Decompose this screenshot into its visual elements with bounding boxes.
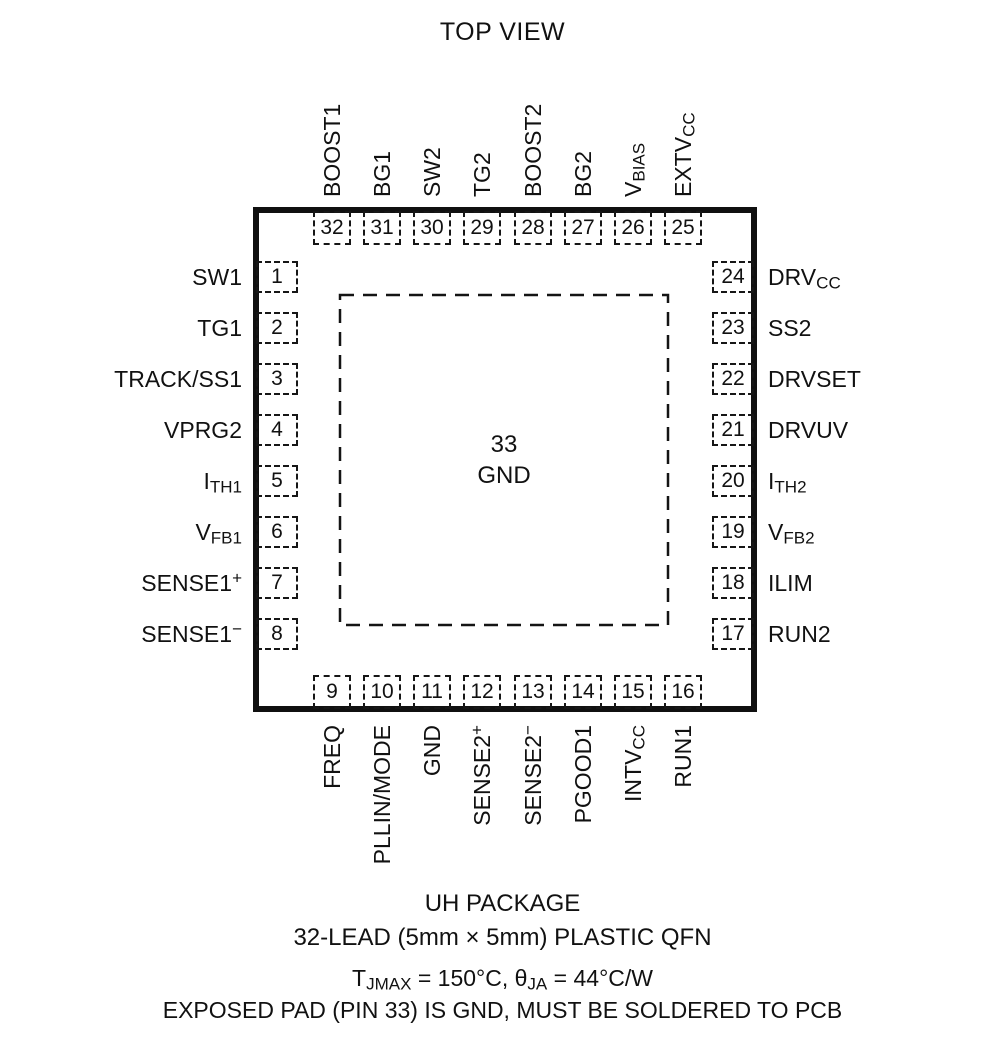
pin-17-box: 17 [712,618,754,650]
pin-29-label: TG2 [469,152,495,197]
pin-14-label: PGOOD1 [570,725,596,824]
pin-17-label: RUN2 [768,621,831,647]
pin-4-label: VPRG2 [164,417,242,443]
exposed-pad-note: EXPOSED PAD (PIN 33) IS GND, MUST BE SOL… [162,997,843,1023]
pin-14-box: 14 [564,675,602,709]
pin-3-box: 3 [256,363,298,395]
diagram-title: TOP VIEW [439,18,566,46]
pin-5-label: ITH1 [203,468,242,497]
pin-6-box: 6 [256,516,298,548]
exposed-pad-outline [338,293,670,627]
pin-1-label: SW1 [192,264,242,290]
pin-7-label: SENSE1+ [141,568,242,596]
pin-30-label: SW2 [419,147,445,197]
package-description: 32-LEAD (5mm × 5mm) PLASTIC QFN [293,924,712,951]
pin-9-label: FREQ [319,725,345,789]
pin-26-label: VBIAS [620,142,649,197]
pin-3-label: TRACK/SS1 [114,366,242,392]
pin-8-label: SENSE1− [141,619,242,647]
pin-21-box: 21 [712,414,754,446]
pin-2-box: 2 [256,312,298,344]
pin-22-box: 22 [712,363,754,395]
pin-24-label: DRVCC [768,264,841,293]
pin-15-box: 15 [614,675,652,709]
thermal-note: TJMAX = 150°C, θJA = 44°C/W [352,965,653,994]
pin-16-box: 16 [664,675,702,709]
package-outline [253,207,757,712]
pin-18-label: ILIM [768,570,813,596]
pin-8-box: 8 [256,618,298,650]
pin-13-label: SENSE2− [518,725,546,826]
exposed-pad-number: 33 [490,431,518,458]
pin-10-box: 10 [363,675,401,709]
pin-6-label: VFB1 [195,519,242,548]
pin-20-label: ITH2 [768,468,807,497]
pin-23-label: SS2 [768,315,812,341]
package-name: UH PACKAGE [424,890,581,917]
exposed-pad-label: 33 GND [404,429,604,491]
pin-32-label: BOOST1 [319,103,345,197]
pin-30-box: 30 [413,211,451,245]
pin-23-box: 23 [712,312,754,344]
pin-16-label: RUN1 [670,725,696,788]
pin-25-label: EXTVCC [670,112,699,197]
pin-19-box: 19 [712,516,754,548]
pin-31-label: BG1 [369,150,395,197]
pin-5-box: 5 [256,465,298,497]
pin-22-label: DRVSET [768,366,861,392]
pin-20-box: 20 [712,465,754,497]
pin-29-box: 29 [463,211,501,245]
pin-1-box: 1 [256,261,298,293]
pin-28-label: BOOST2 [520,103,546,197]
pin-12-box: 12 [463,675,501,709]
pin-21-label: DRVUV [768,417,849,443]
pin-25-box: 25 [664,211,702,245]
pin-15-label: INTVCC [620,725,649,802]
pin-31-box: 31 [363,211,401,245]
pin-19-label: VFB2 [768,519,815,548]
pin-26-box: 26 [614,211,652,245]
pin-27-box: 27 [564,211,602,245]
pin-28-box: 28 [514,211,552,245]
pin-10-label: PLLIN/MODE [369,725,395,865]
pin-18-box: 18 [712,567,754,599]
pin-12-label: SENSE2+ [467,725,495,826]
pin-9-box: 9 [313,675,351,709]
pin-32-box: 32 [313,211,351,245]
pin-11-label: GND [419,725,445,777]
pin-11-box: 11 [413,675,451,709]
exposed-pad-name: GND [477,462,531,489]
pin-24-box: 24 [712,261,754,293]
pin-13-box: 13 [514,675,552,709]
pin-27-label: BG2 [570,150,596,197]
pin-7-box: 7 [256,567,298,599]
pin-2-label: TG1 [197,315,242,341]
pin-4-box: 4 [256,414,298,446]
